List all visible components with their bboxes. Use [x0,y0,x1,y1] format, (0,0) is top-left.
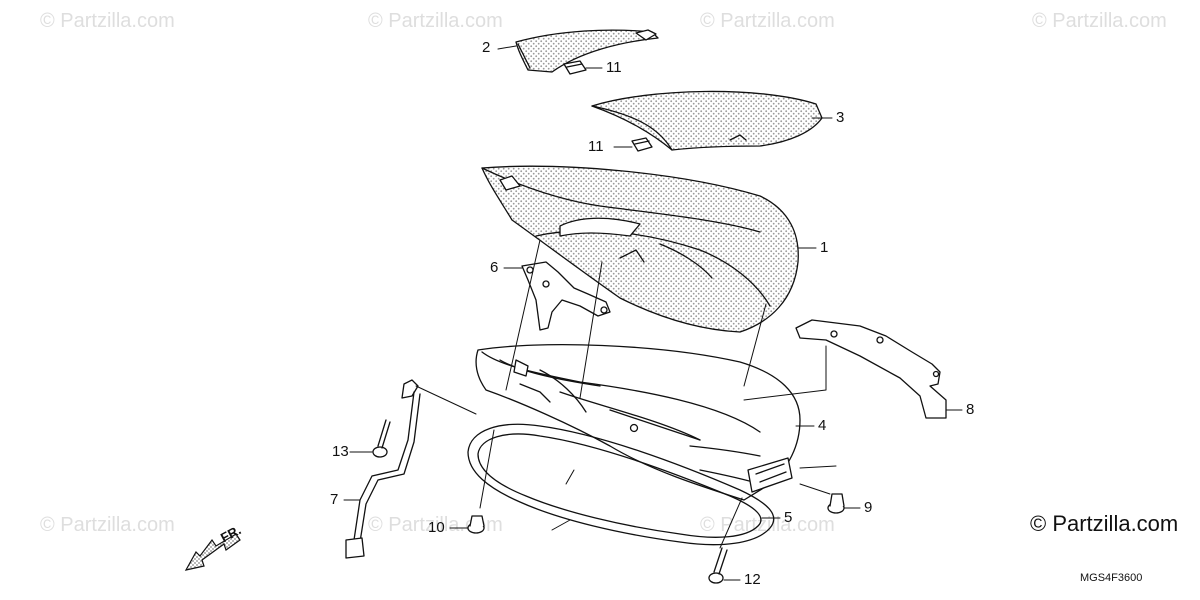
part-7-strap [345,379,421,559]
callout-9: 9 [864,499,873,516]
watermark: © Partzilla.com [1032,10,1167,32]
part-4-trunk-base [475,343,801,501]
callout-1: 1 [820,239,829,256]
callout-13: 13 [332,443,349,460]
part-8-side-bracket [795,319,947,419]
assembly-lines [415,239,837,549]
part-11-clip-upper [563,60,587,75]
callout-6: 6 [490,259,499,276]
front-direction-arrow-icon [184,533,241,571]
part-10-grommet [467,515,485,534]
leader-lines [343,45,963,581]
part-1-lid-shell [481,165,799,333]
part-3-upper-panel [591,90,823,151]
callout-12: 12 [744,571,761,588]
callout-11-upper: 11 [606,59,622,76]
callout-10: 10 [428,519,445,536]
part-5-gasket [467,423,775,546]
watermark: © Partzilla.com [40,10,175,32]
callout-7: 7 [330,491,339,508]
part-12-screw [708,547,728,584]
watermark: © Partzilla.com [700,10,835,32]
part-2-top-cover [515,29,659,73]
callout-4: 4 [818,417,827,434]
watermark: © Partzilla.com [40,514,175,536]
callout-11-lower: 11 [588,138,604,155]
watermark: © Partzilla.com [700,514,835,536]
part-6-bracket [521,261,611,331]
copyright-notice: © Partzilla.com [1030,511,1179,536]
part-13-screw [372,419,391,458]
part-11-clip-lower [631,137,653,152]
callout-5: 5 [784,509,793,526]
callout-2: 2 [482,39,491,56]
callout-3: 3 [836,109,845,126]
callout-8: 8 [966,401,975,418]
watermark: © Partzilla.com [368,10,503,32]
part-9-bolt [827,493,845,514]
diagram-code: MGS4F3600 [1080,572,1143,584]
